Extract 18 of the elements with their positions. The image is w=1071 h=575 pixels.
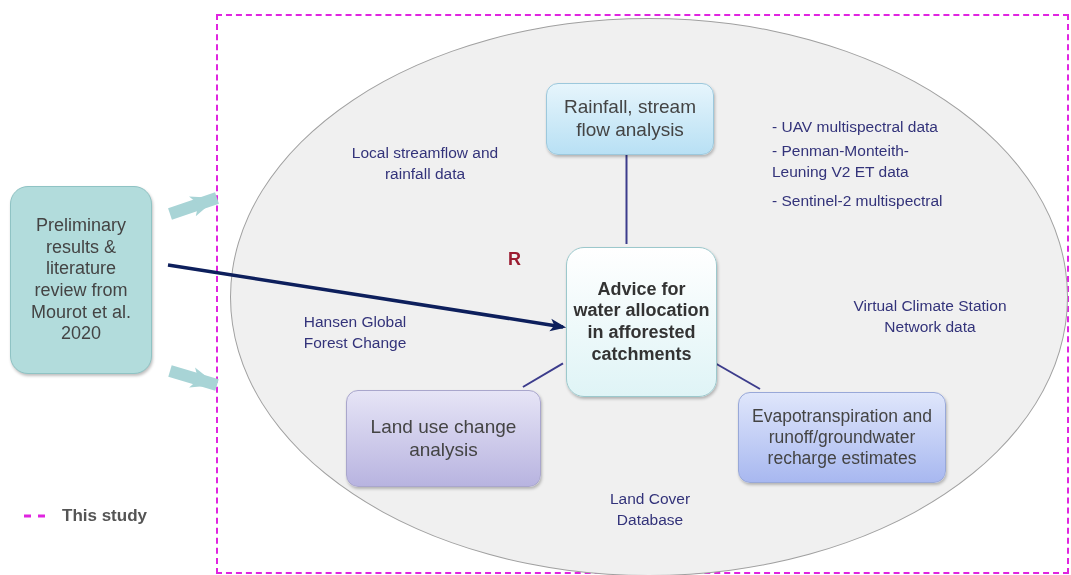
outcome-box: Advice for water allocation in afforested catchments [566,247,717,397]
source-box: Preliminary results & literature review from Mourot et al. 2020 [10,186,152,374]
process-box: Land use change analysis [346,390,541,487]
data-source-label: Land Cover Database [608,489,692,530]
arrow [167,263,567,332]
process-box: Evapotranspiration and runoff/groundwater recharge estimates [738,392,946,483]
process-box: Rainfall, stream flow analysis [546,83,714,155]
data-source-label: - Sentinel-2 multispectral [772,191,944,211]
legend-label: This study [62,506,147,526]
data-source-label: Local streamflow and rainfall data [350,143,500,184]
block-arrow [168,192,219,220]
data-source-label: Virtual Climate Station Network data [852,296,1008,337]
connector-line [521,362,564,388]
data-source-label: - UAV multispectral data [772,117,939,137]
data-source-label: Hansen Global Forest Change [302,312,408,353]
block-arrow [168,365,219,391]
tool-label: R [508,248,522,271]
data-source-label: - Penman-Monteith- Leuning V2 ET data [772,141,910,182]
